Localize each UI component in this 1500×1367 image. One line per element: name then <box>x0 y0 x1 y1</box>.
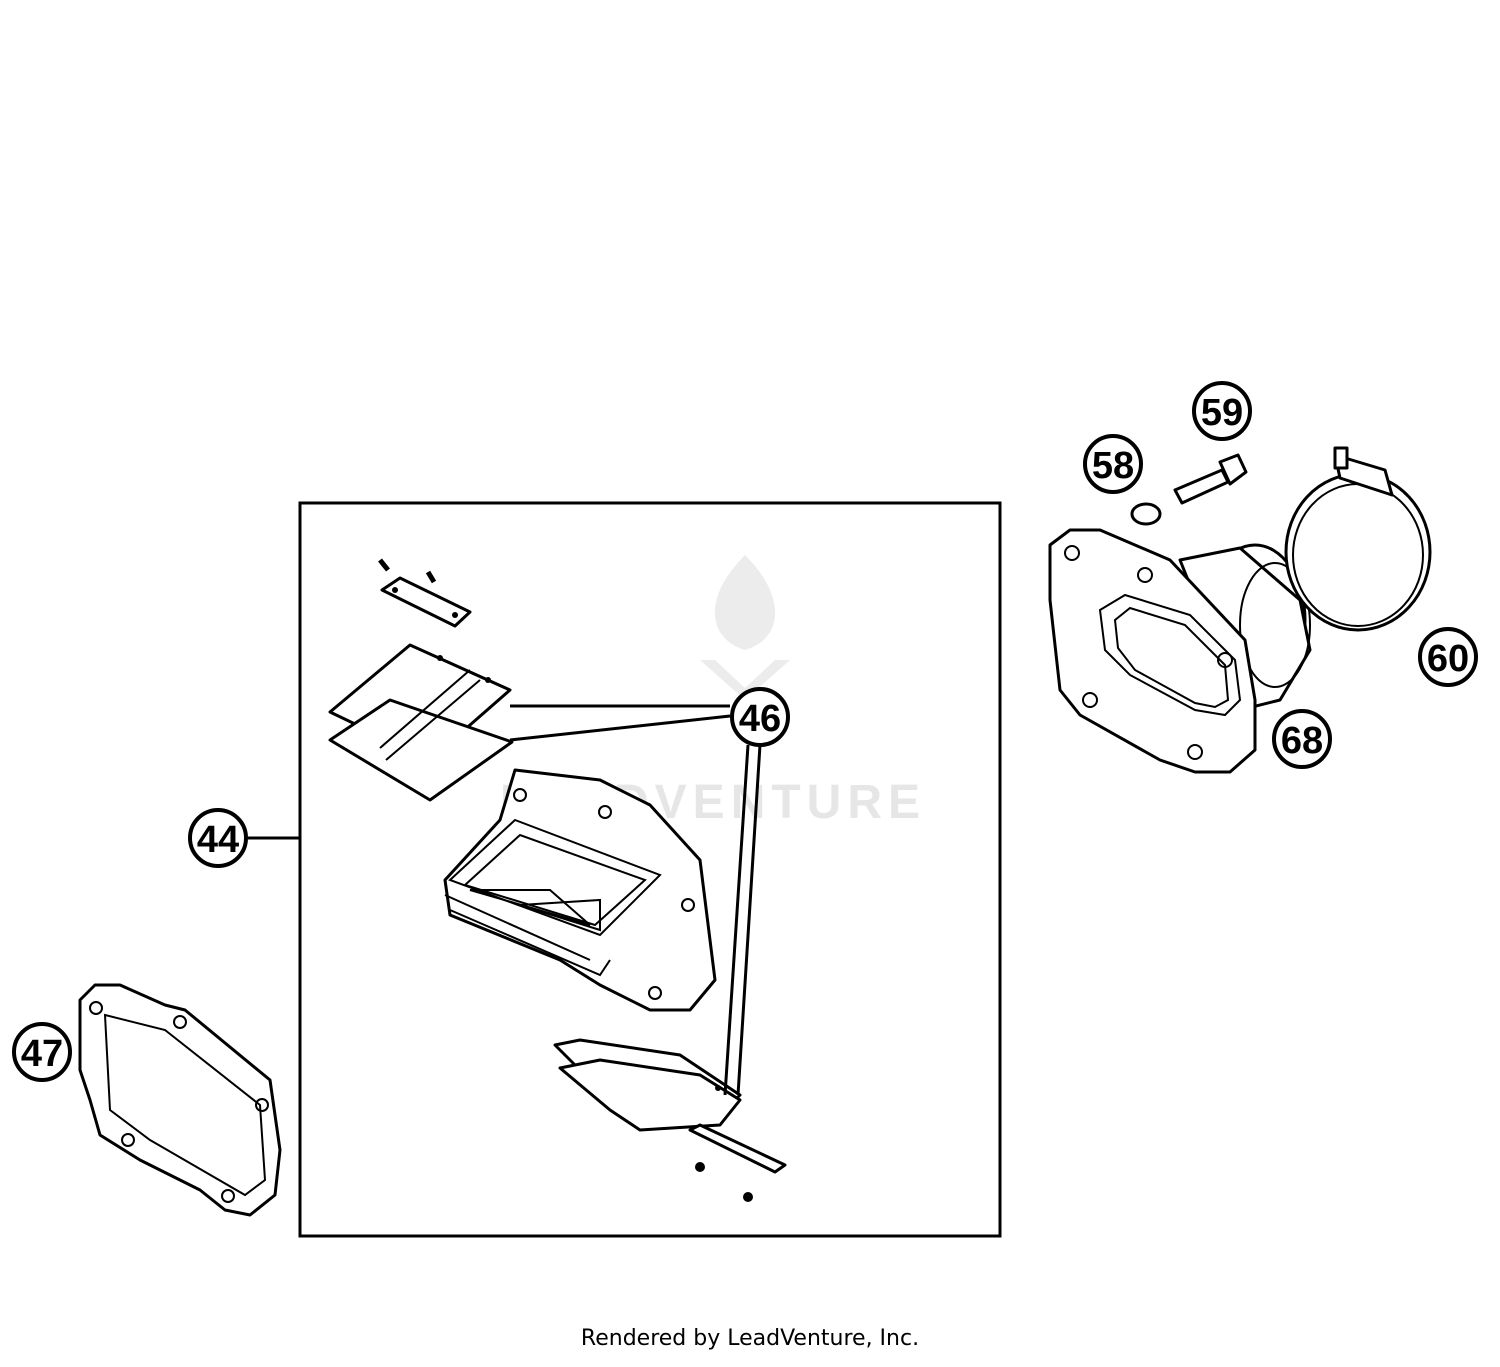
svg-text:60: 60 <box>1427 638 1469 680</box>
callout-44: 44 <box>188 808 248 868</box>
footer-credit: Rendered by LeadVenture, Inc. <box>580 1326 920 1351</box>
svg-text:44: 44 <box>197 819 239 861</box>
bolt-59 <box>1173 453 1248 505</box>
gasket-47 <box>78 983 282 1217</box>
callout-60: 60 <box>1418 627 1478 687</box>
reed-petals-upper <box>328 643 514 802</box>
assembly-box <box>298 501 1002 1238</box>
callout-46: 46 <box>730 687 790 747</box>
watermark-chevron-icon <box>700 660 790 700</box>
callout-58: 58 <box>1083 434 1143 494</box>
svg-text:68: 68 <box>1281 720 1323 762</box>
reed-petals-lower <box>553 1038 742 1132</box>
reed-stop-plate-top <box>378 558 472 628</box>
watermark-flame-icon <box>714 555 776 650</box>
callout-68: 68 <box>1272 709 1332 769</box>
svg-text:46: 46 <box>739 698 781 740</box>
leader-lines <box>248 704 762 1096</box>
reed-stop-plate-bottom <box>688 1123 787 1202</box>
intake-manifold-68 <box>1048 528 1312 774</box>
washer-58 <box>1130 502 1162 526</box>
svg-text:47: 47 <box>21 1033 63 1075</box>
callout-59: 59 <box>1192 381 1252 441</box>
reed-valve-body <box>443 768 717 1012</box>
svg-text:58: 58 <box>1092 445 1134 487</box>
svg-text:59: 59 <box>1201 392 1243 434</box>
callout-47: 47 <box>12 1022 72 1082</box>
hose-clamp-60 <box>1284 446 1432 632</box>
